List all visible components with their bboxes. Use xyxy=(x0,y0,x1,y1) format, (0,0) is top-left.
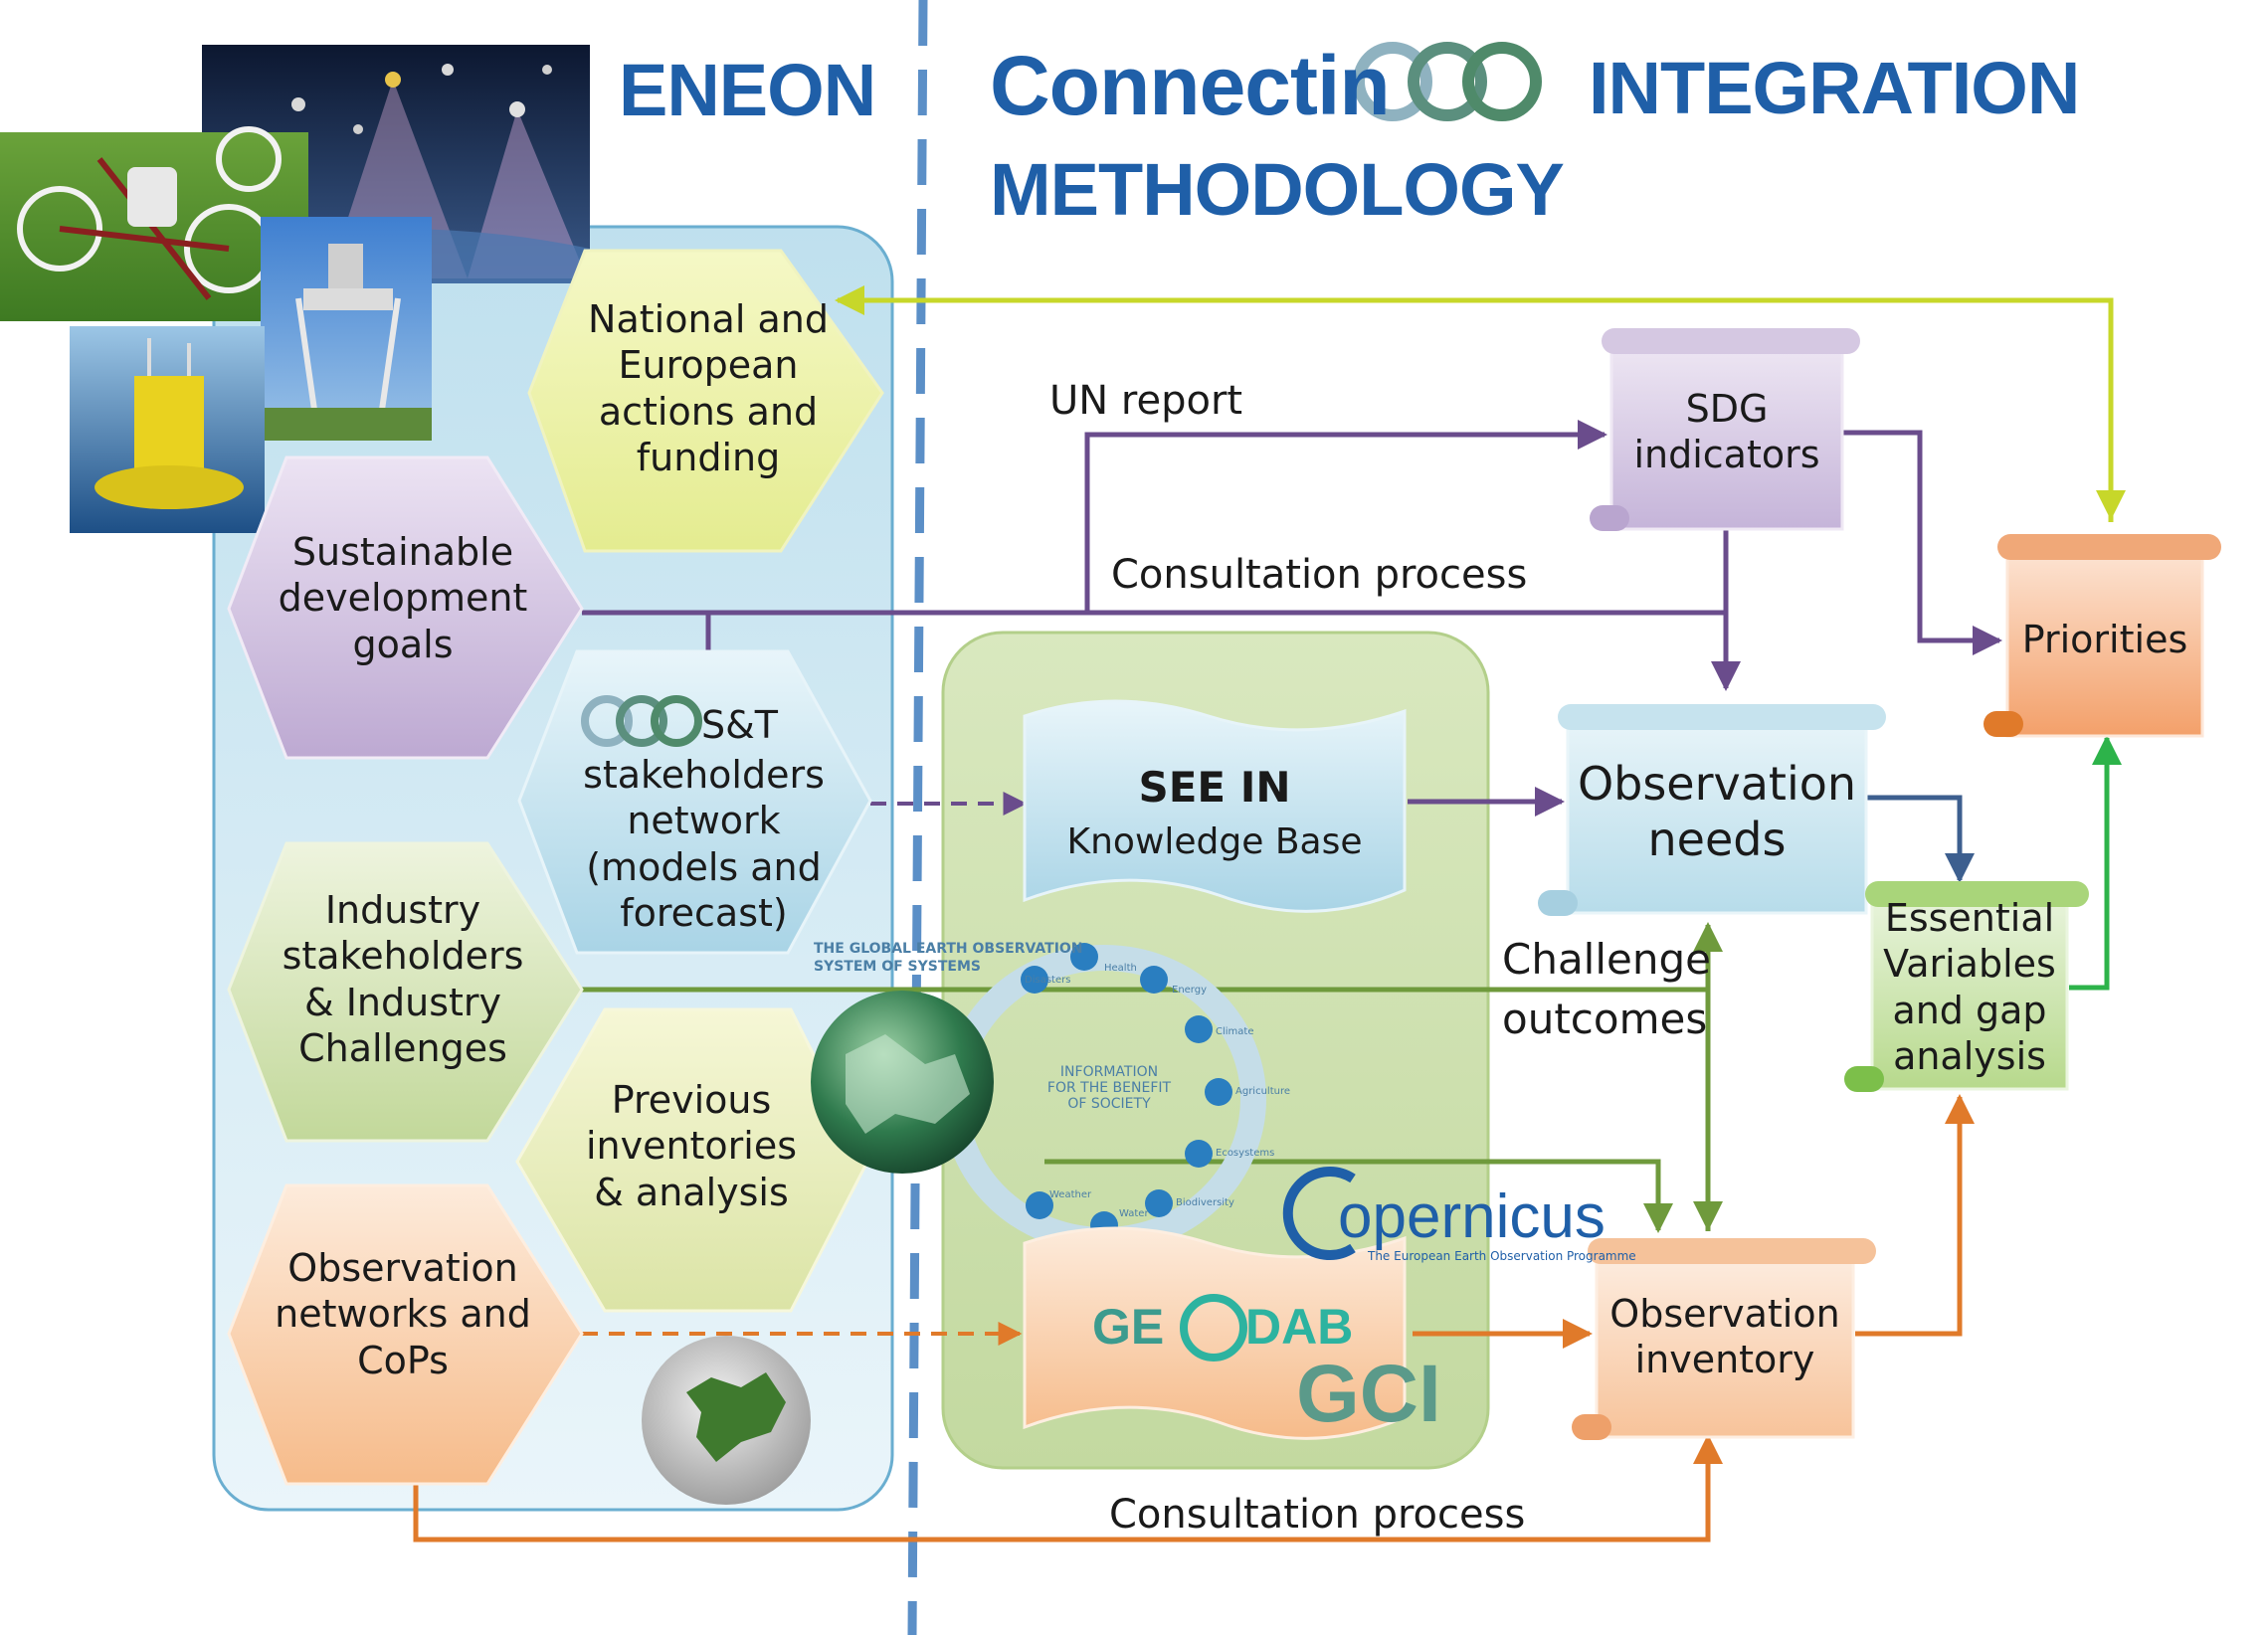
scroll-essential-variables xyxy=(1844,881,2089,1092)
scroll-sdg-indicators xyxy=(1590,328,1860,531)
label-consultation-bottom: Consultation process xyxy=(1109,1492,1526,1538)
ring-item-0: Disasters xyxy=(1025,975,1071,986)
hex-previous xyxy=(515,1007,869,1313)
priorities-label: Priorities xyxy=(2021,618,2188,661)
photo-collage xyxy=(0,45,590,533)
hex-national xyxy=(527,249,884,553)
ring-item-6: Biodiversity xyxy=(1176,1197,1234,1208)
divider-line xyxy=(907,0,928,1635)
hex-sdg-goals-label: Sustainable development goals xyxy=(278,530,528,666)
ring-item-5: Ecosystems xyxy=(1216,1148,1275,1159)
scroll-priorities xyxy=(1984,534,2221,738)
ring-item-2: Energy xyxy=(1172,985,1208,996)
hex-national-label: National and European actions and fundin… xyxy=(588,297,829,480)
label-challenge-outcomes: Challenge outcomes xyxy=(1502,935,1711,1043)
ring-item-8: Weather xyxy=(1049,1189,1092,1200)
hex-geo-st-label: stakeholders network (models and forecas… xyxy=(583,753,825,936)
drone-photo xyxy=(0,126,308,321)
banner-geodab xyxy=(1023,1226,1407,1440)
ring-item-4: Agriculture xyxy=(1235,1086,1290,1097)
hex-geo-st xyxy=(517,649,872,955)
title-integration: INTEGRATION xyxy=(1589,47,2080,129)
ring-item-1: Health xyxy=(1104,963,1137,974)
label-consultation-top: Consultation process xyxy=(1111,552,1528,598)
seein-subtitle: Knowledge Base xyxy=(1066,821,1363,862)
geodab-logo-icon xyxy=(1180,1294,1247,1362)
gci-text: GCI xyxy=(1296,1349,1441,1439)
obs-needs-label: Observation needs xyxy=(1577,757,1857,867)
geo-logo-hex-icon xyxy=(581,695,702,747)
hex-industry-label: Industry stakeholders & Industry Challen… xyxy=(282,888,524,1071)
ring-item-3: Climate xyxy=(1216,1026,1254,1037)
hex-industry xyxy=(227,841,584,1143)
title-eneon: ENEON xyxy=(619,49,876,131)
hex-obs-networks xyxy=(227,1183,584,1486)
edge-sdg-priorities xyxy=(1842,430,2002,655)
seein-title: SEE IN xyxy=(1138,763,1291,812)
edge-obsneeds-essential xyxy=(1865,795,1975,883)
essential-label: Essential Variables and gap analysis xyxy=(1883,896,2056,1079)
copernicus-text: opernicus xyxy=(1338,1182,1606,1251)
hex-obs-networks-label: Observation networks and CoPs xyxy=(275,1246,531,1382)
label-un-report: UN report xyxy=(1049,378,1243,424)
hex-previous-label: Previous inventories & analysis xyxy=(585,1078,798,1214)
edge-networks-consultation xyxy=(413,1434,1723,1543)
edge-inventory-essential xyxy=(1855,1094,1975,1337)
banner-seein xyxy=(1023,699,1407,913)
scroll-obs-inventory xyxy=(1572,1238,1876,1440)
europe-globe-icon xyxy=(642,1336,811,1505)
obs-inventory-label: Observation inventory xyxy=(1609,1292,1840,1382)
geodab-text-a: GE xyxy=(1092,1299,1165,1355)
ring-item-7: Water xyxy=(1119,1208,1149,1219)
edge-essential-priorities xyxy=(2069,735,2122,991)
geo-logo-title-icon xyxy=(1353,42,1542,121)
tower-photo xyxy=(261,217,432,441)
scroll-obs-needs xyxy=(1538,704,1886,916)
sdg-indicators-label: SDG indicators xyxy=(1633,387,1820,477)
title-methodology: METHODOLOGY xyxy=(990,148,1565,231)
buoy-photo xyxy=(70,326,265,533)
geoss-logo-graphic xyxy=(811,943,1266,1253)
ring-center-text: INFORMATION FOR THE BENEFIT OF SOCIETY xyxy=(1046,1064,1172,1112)
copernicus-logo-icon xyxy=(1282,1167,1356,1260)
hex-geo-st-suffix: S&T xyxy=(701,703,778,747)
edge-un-report xyxy=(1084,420,1607,611)
geoss-line2: SYSTEM OF SYSTEMS xyxy=(814,959,981,975)
geodab-text-b: DAB xyxy=(1245,1299,1354,1355)
copernicus-subtitle: The European Earth Observation Programme xyxy=(1368,1249,1636,1263)
title-connectin: Connectin xyxy=(990,39,1391,132)
hex-sdg-goals xyxy=(227,455,584,760)
geoss-line1: THE GLOBAL EARTH OBSERVATION xyxy=(814,941,1083,957)
